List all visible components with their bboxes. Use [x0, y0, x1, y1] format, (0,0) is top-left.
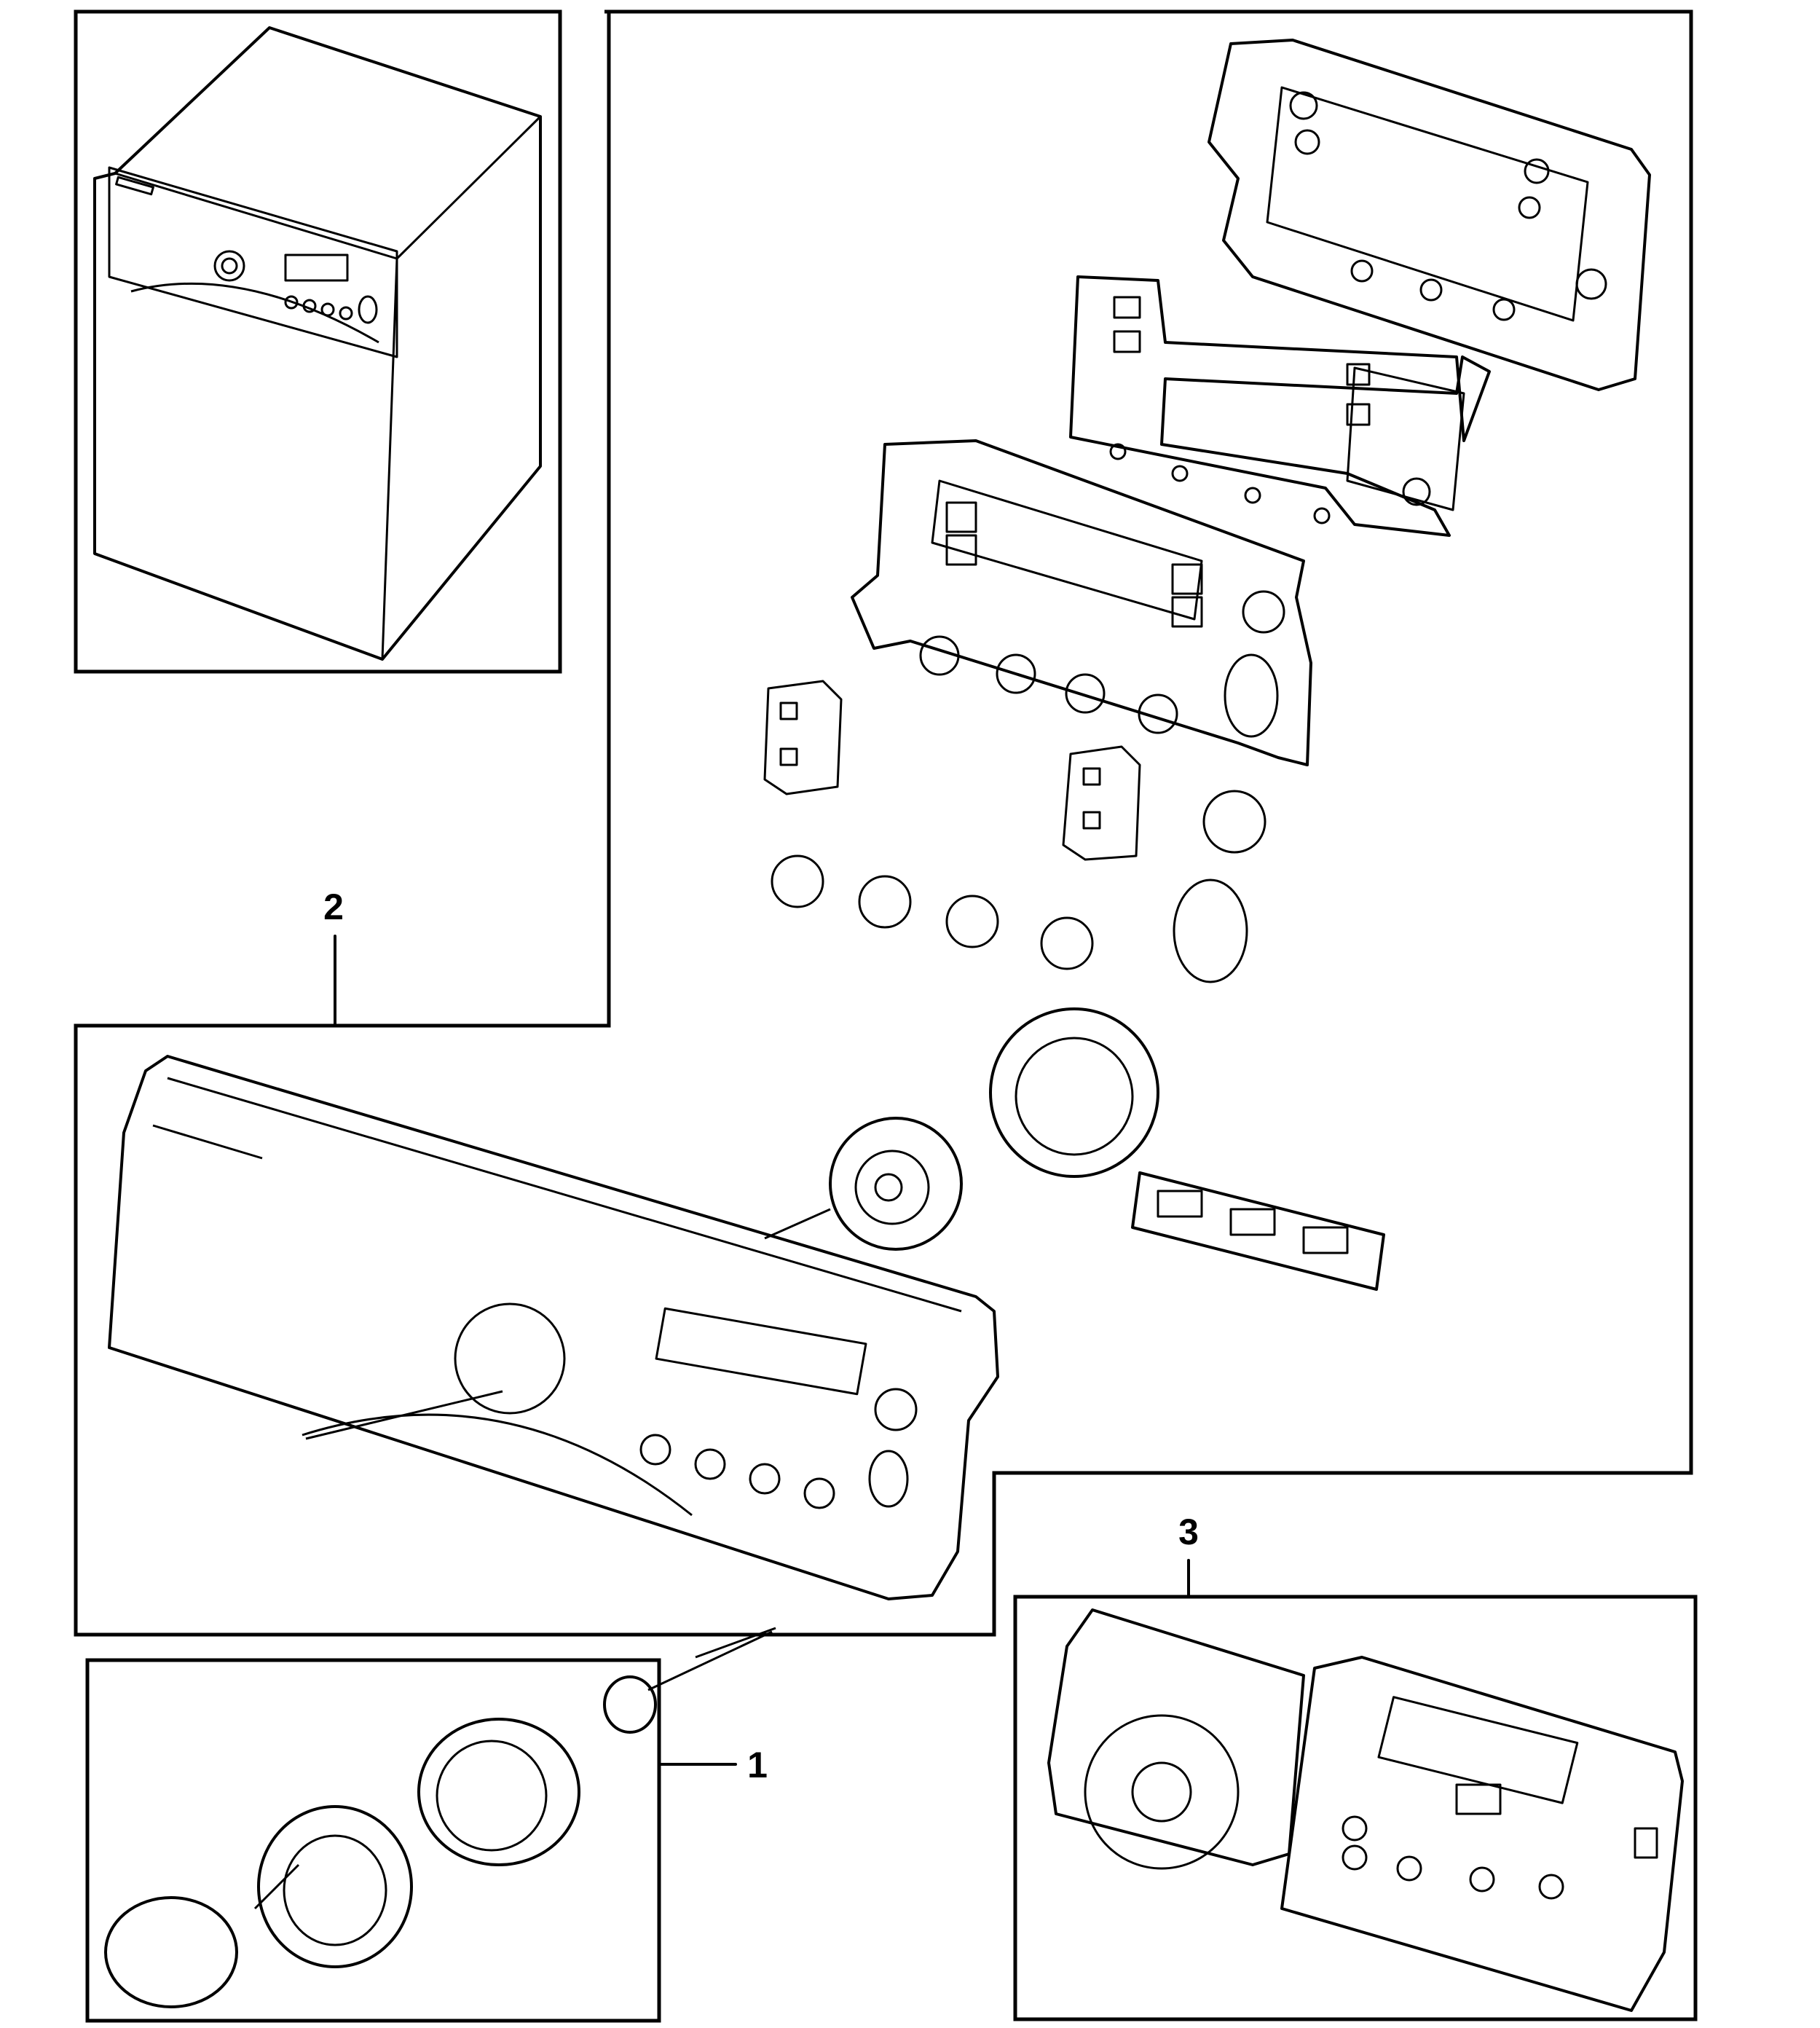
- push-button-set: [771, 790, 1266, 983]
- callout-2-label: 2: [323, 887, 344, 927]
- frame-control-panel: [74, 9, 1693, 1637]
- button-housing-part: [851, 439, 1312, 766]
- callout-1: 1: [658, 1745, 768, 1785]
- led-holder-part: [1131, 1171, 1385, 1291]
- callout-2: 2: [323, 887, 344, 1027]
- panel-gasket-part: [1069, 275, 1491, 537]
- callout-3-label: 3: [1178, 1512, 1199, 1552]
- knob-assembly: [104, 1630, 773, 2008]
- frame-washer-overview: [74, 9, 562, 674]
- frame-pcb-assembly: [1013, 1595, 1698, 2021]
- callout-3: 3: [1178, 1512, 1199, 1598]
- control-panel-front: [108, 1055, 999, 1659]
- callout-1-label: 1: [747, 1745, 768, 1785]
- rotary-encoder-part: [764, 1117, 963, 1251]
- pcb-assembly: [1047, 1608, 1684, 2012]
- switch-block-right: [1062, 745, 1141, 861]
- indicator-ring-part: [989, 1007, 1159, 1178]
- panel-bracket-part: [1208, 39, 1651, 391]
- frame-knob-assembly: [85, 1658, 661, 2023]
- switch-block-left: [763, 680, 843, 795]
- washer-illustration: [93, 26, 542, 661]
